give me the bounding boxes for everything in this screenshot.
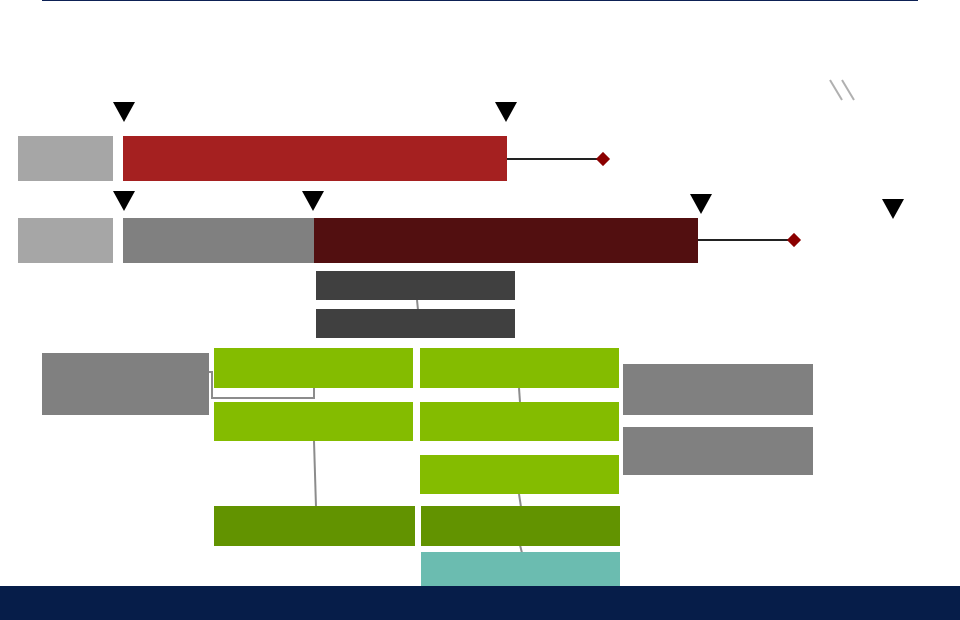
- right-gray-box-1: [623, 364, 813, 415]
- top-rule: [42, 0, 918, 1]
- timeline-row-2-label: [18, 218, 113, 263]
- dark-box-1: [316, 271, 515, 300]
- milestone-marker-icon: [113, 191, 135, 211]
- milestone-marker-icon: [113, 102, 135, 122]
- footer-band: [0, 586, 960, 620]
- timeline-row-2-gray-bar: [123, 218, 314, 263]
- dark-box-2: [316, 309, 515, 338]
- connector-dark-boxes: [416, 299, 419, 311]
- connector-right-2: [518, 493, 522, 508]
- timeline-row-2-darkred-bar: [314, 218, 698, 263]
- green-box-right-1: [420, 348, 619, 388]
- right-gray-box-2: [623, 427, 813, 475]
- green-box-left-2: [214, 402, 413, 441]
- connector-left-column: [313, 440, 317, 508]
- darkgreen-box-left: [214, 506, 415, 546]
- left-gray-box: [42, 353, 209, 415]
- milestone-marker-icon: [882, 199, 904, 219]
- green-box-left-1: [214, 348, 413, 388]
- timeline-row-1-bar: [123, 136, 507, 181]
- teal-box-right: [421, 552, 620, 592]
- milestone-marker-icon: [495, 102, 517, 122]
- timeline-row-1-label: [18, 136, 113, 181]
- connector-right-1: [518, 387, 521, 403]
- break-mark-icon: [829, 79, 855, 101]
- milestone-marker-icon: [302, 191, 324, 211]
- connector-right-3: [519, 544, 523, 554]
- green-box-right-3: [420, 455, 619, 494]
- milestone-marker-icon: [690, 194, 712, 214]
- darkgreen-box-right: [421, 506, 620, 546]
- row-1-extension-line: [507, 158, 599, 160]
- connector-left-bracket: [209, 371, 315, 399]
- green-box-right-2: [420, 402, 619, 441]
- row-2-extension-line: [698, 239, 790, 241]
